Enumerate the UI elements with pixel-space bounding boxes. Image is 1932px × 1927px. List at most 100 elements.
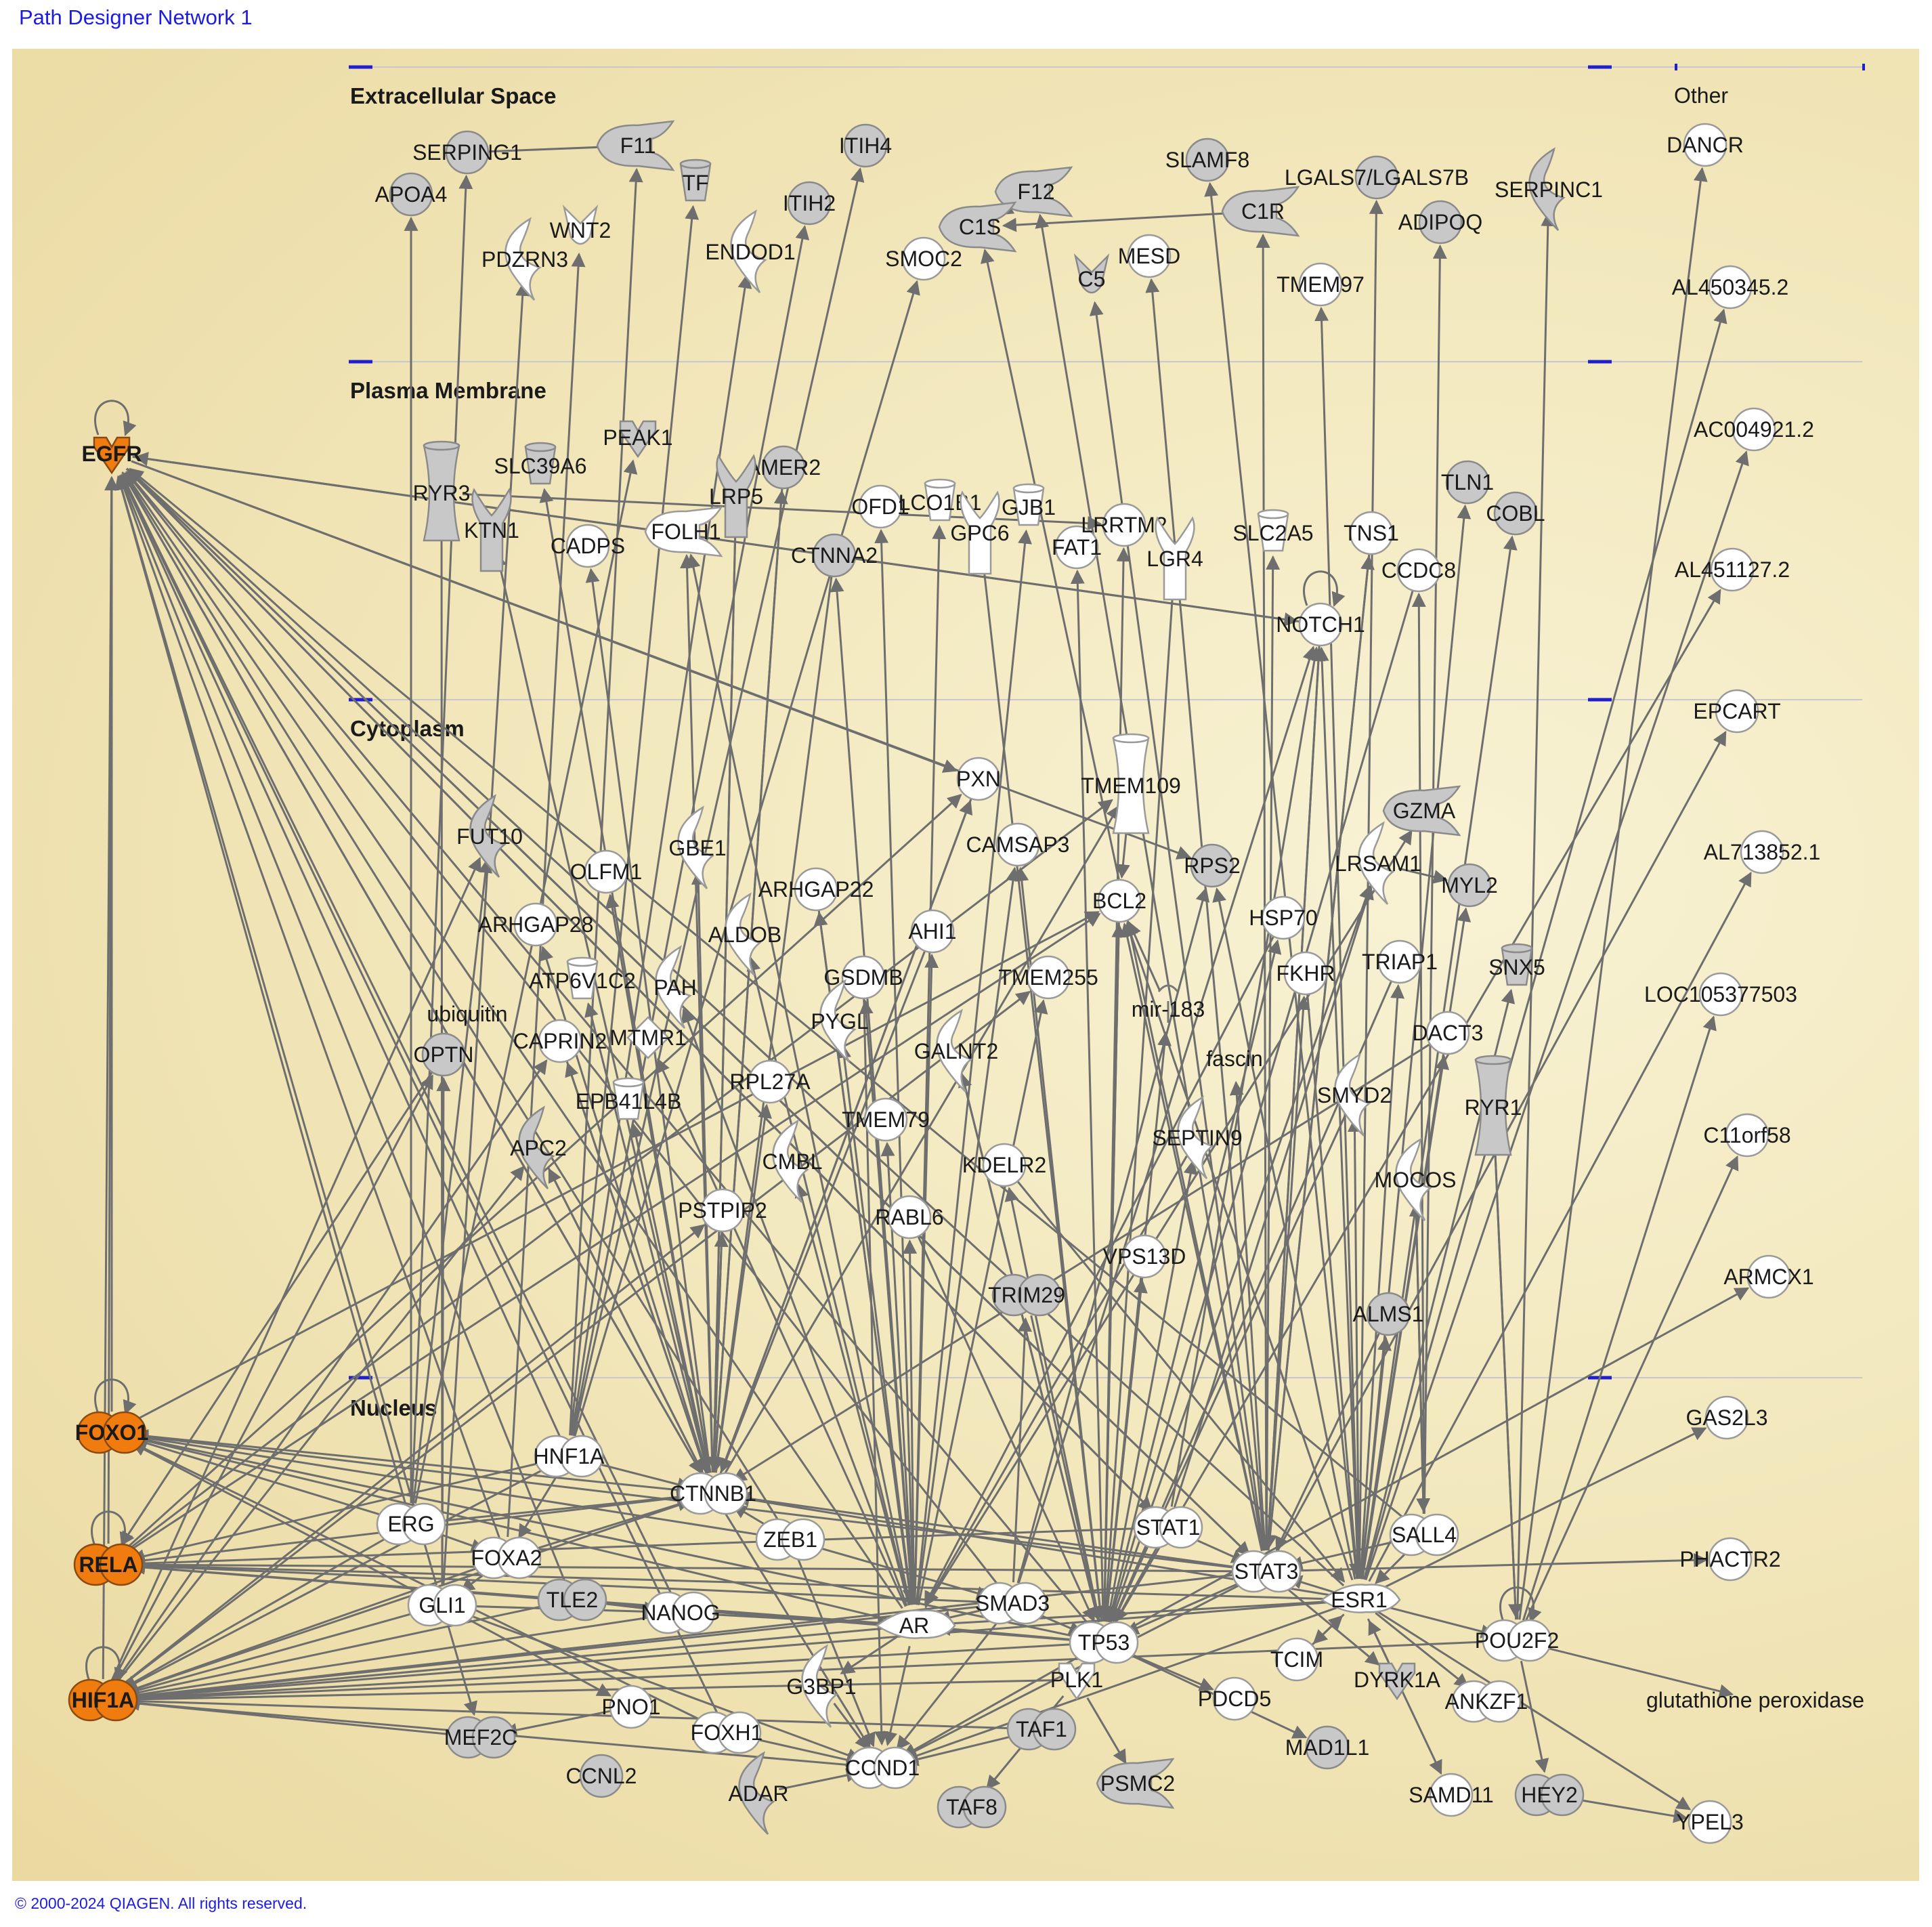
node-hsp70[interactable]: HSP70 [1249,895,1318,940]
node-c11orf58[interactable]: C11orf58 [1703,1113,1791,1158]
node-armcx1[interactable]: ARMCX1 [1723,1254,1814,1299]
node-smad3[interactable]: SMAD3 [975,1582,1050,1625]
node-hey2[interactable]: HEY2 [1514,1773,1585,1817]
node-dancr[interactable]: DANCR [1667,123,1744,167]
node-mir183[interactable]: mir-183 [1132,984,1205,1023]
node-tmem79[interactable]: TMEM79 [842,1097,930,1142]
node-gas2l3[interactable]: GAS2L3 [1686,1395,1768,1440]
node-nanog[interactable]: NANOG [641,1591,721,1634]
node-cmbl[interactable]: CMBL [763,1119,823,1203]
node-mocos[interactable]: MOCOS [1375,1137,1457,1221]
node-adar[interactable]: ADAR [729,1751,789,1835]
node-tmem109[interactable]: TMEM109 [1081,733,1181,834]
node-foxh1[interactable]: FOXH1 [691,1711,763,1754]
node-mef2c[interactable]: MEF2C [444,1716,517,1759]
node-lgr4[interactable]: LGR4 [1146,516,1203,601]
node-mtmr1[interactable]: MTMR1 [609,1016,687,1059]
node-lrrtm2[interactable]: LRRTM2 [1081,503,1167,547]
node-vps13d[interactable]: VPS13D [1103,1234,1186,1279]
node-bcl2[interactable]: BCL2 [1092,878,1146,923]
node-phactr2[interactable]: PHACTR2 [1679,1537,1781,1582]
node-aldob[interactable]: ALDOB [708,892,781,976]
node-gjb1[interactable]: GJB1 [1002,483,1056,526]
node-optn[interactable]: OPTN [414,1032,474,1077]
node-al450345[interactable]: AL450345.2 [1672,265,1789,310]
node-apoa4[interactable]: APOA4 [375,172,448,217]
node-cobl[interactable]: COBL [1486,491,1545,536]
node-taf1[interactable]: TAF1 [1006,1708,1077,1751]
node-septin9[interactable]: SEPTIN9 [1152,1095,1243,1179]
node-gzma[interactable]: GZMA [1382,785,1461,837]
node-peak1[interactable]: PEAK1 [603,420,673,459]
node-rpl27a[interactable]: RPL27A [729,1059,811,1104]
node-stat1[interactable]: STAT1 [1133,1506,1203,1549]
node-pdzrn3[interactable]: PDZRN3 [481,217,568,301]
node-caprin2[interactable]: CAPRIN2 [513,1019,607,1063]
node-gpx[interactable]: glutathione peroxidase [1646,1688,1864,1712]
node-psmc2[interactable]: PSMC2 [1096,1758,1175,1809]
node-pah[interactable]: PAH [653,945,697,1029]
node-tle2[interactable]: TLE2 [537,1578,607,1622]
node-mesd[interactable]: MESD [1118,234,1180,278]
node-folh1[interactable]: FOLH1 [644,506,723,557]
node-fkhr[interactable]: FKHR [1276,951,1335,996]
node-smyd2[interactable]: SMYD2 [1317,1053,1392,1137]
node-egfr[interactable]: EGFR [82,436,142,475]
node-pou2f2[interactable]: POU2F2 [1475,1619,1559,1662]
node-rela[interactable]: RELA [73,1543,144,1586]
node-dact3[interactable]: DACT3 [1413,1011,1484,1055]
node-rabl6[interactable]: RABL6 [875,1195,944,1240]
node-lrsam1[interactable]: LRSAM1 [1335,821,1421,905]
node-adipoq[interactable]: ADIPOQ [1398,200,1482,245]
node-snx5[interactable]: SNX5 [1488,943,1545,986]
node-serpinc1[interactable]: SERPINC1 [1495,147,1603,231]
node-ccdc8[interactable]: CCDC8 [1381,548,1456,593]
node-endod1[interactable]: ENDOD1 [705,209,796,293]
node-epcart[interactable]: EPCART [1693,689,1781,734]
node-pno1[interactable]: PNO1 [601,1685,661,1729]
node-pxn[interactable]: PXN [956,757,1001,801]
node-amer2[interactable]: AMER2 [746,445,821,490]
node-fut10[interactable]: FUT10 [456,794,523,878]
node-al451127[interactable]: AL451127.2 [1675,547,1790,592]
node-itih2[interactable]: ITIH2 [783,181,836,226]
node-ccnd1[interactable]: CCND1 [845,1746,920,1790]
node-alms1[interactable]: ALMS1 [1353,1292,1424,1336]
node-ktn1[interactable]: KTN1 [464,488,519,572]
node-al713852[interactable]: AL713852.1 [1704,830,1821,874]
node-ahi1[interactable]: AHI1 [908,909,957,954]
node-ubiquitin[interactable]: ubiquitin [427,1002,507,1026]
node-gpc6[interactable]: GPC6 [950,490,1010,575]
node-tmem97[interactable]: TMEM97 [1276,262,1365,307]
node-ypel3[interactable]: YPEL3 [1676,1800,1744,1844]
node-arhgap22[interactable]: ARHGAP22 [758,867,874,912]
node-plk1[interactable]: PLK1 [1050,1662,1103,1701]
node-sall4[interactable]: SALL4 [1389,1513,1459,1557]
node-slc39a6[interactable]: SLC39A6 [494,442,587,485]
node-f11[interactable]: F11 [596,120,675,171]
node-myl2[interactable]: MYL2 [1441,863,1498,908]
node-ar[interactable]: AR [875,1609,956,1639]
node-dyrk1a[interactable]: DYRK1A [1354,1662,1441,1701]
node-tp53[interactable]: TP53 [1069,1621,1139,1664]
node-esr1[interactable]: ESR1 [1320,1584,1401,1613]
node-g3bp1[interactable]: G3BP1 [786,1644,857,1728]
node-apc2[interactable]: APC2 [510,1105,567,1189]
node-lgals7[interactable]: LGALS7/LGALS7B [1285,155,1469,200]
node-fascin[interactable]: fascin [1206,1046,1263,1071]
node-stat3[interactable]: STAT3 [1231,1550,1302,1593]
node-taf8[interactable]: TAF8 [937,1785,1007,1829]
node-pstpip2[interactable]: PSTPIP2 [678,1188,767,1233]
node-gli1[interactable]: GLI1 [407,1584,477,1627]
node-ac004921[interactable]: AC004921.2 [1694,407,1814,452]
node-ankzf1[interactable]: ANKZF1 [1445,1680,1528,1723]
node-foxo1[interactable]: FOXO1 [75,1411,148,1454]
node-zeb1[interactable]: ZEB1 [755,1518,825,1561]
node-ryr1[interactable]: RYR1 [1465,1055,1522,1156]
node-gbe1[interactable]: GBE1 [668,805,727,889]
node-c1s[interactable]: C1S [938,201,1017,253]
node-slamf8[interactable]: SLAMF8 [1165,137,1249,182]
node-fat1[interactable]: FAT1 [1052,525,1102,570]
node-tln1[interactable]: TLN1 [1441,460,1494,505]
node-lrp5[interactable]: LRP5 [709,454,763,538]
